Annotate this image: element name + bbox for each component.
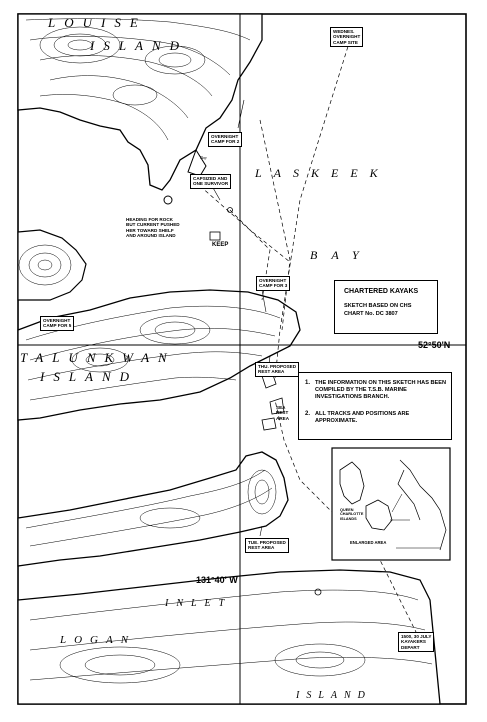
inset-map bbox=[331, 447, 451, 561]
bay-label: BAY bbox=[310, 248, 373, 262]
talunkwan-island bbox=[17, 289, 301, 431]
bay-small-label: Bay bbox=[200, 155, 207, 160]
latitude-label: 52°50'N bbox=[418, 340, 451, 350]
callout-capsized: CAPSIZED AND ONE SURVIVOR bbox=[190, 174, 232, 189]
callout-rest-area-1: THU. PROPOSED REST AREA bbox=[255, 362, 300, 377]
legend-panel: CHARTERED KAYAKS SKETCH BASED ON CHS CHA… bbox=[334, 280, 438, 334]
louise-label-2: ISLAND bbox=[90, 38, 189, 53]
legend-line-1: SKETCH BASED ON CHS bbox=[344, 303, 412, 309]
note-2-number: 2. bbox=[305, 411, 311, 417]
callout-camp-5: OVERNIGHT CAMP FOR 5 bbox=[40, 316, 75, 331]
callout-rest-area-3: TUE. PROPOSED REST AREA bbox=[245, 538, 289, 553]
keep-rock-icon bbox=[209, 231, 221, 241]
inset-enlarged-label: ENLARGED AREA bbox=[350, 540, 387, 545]
laskeek-label: LASKEEK bbox=[255, 166, 390, 180]
callout-heading: HEADING FOR ROCK BUT CURRENT PUSHED HER … bbox=[126, 217, 180, 239]
logan-label: LOGAN bbox=[60, 634, 137, 646]
island-bottom-label: ISLAND bbox=[296, 690, 372, 701]
longitude-label: 131°40' W bbox=[196, 575, 238, 585]
callout-overnight-top: WEDNES. OVERNIGHT CAMP SITE bbox=[330, 27, 364, 48]
inset-qci-label: QUEEN CHARLOTTE ISLANDS bbox=[340, 508, 364, 521]
note-2-text: ALL TRACKS AND POSITIONS ARE APPROXIMATE… bbox=[315, 411, 410, 424]
talunkwan-label-2: ISLAND bbox=[40, 369, 139, 384]
callout-rest-area-2: SEA REST AREA bbox=[276, 405, 290, 421]
callout-camp-2: OVERNIGHT CAMP FOR 2 bbox=[208, 132, 243, 147]
note-1-number: 1. bbox=[305, 380, 311, 386]
inlet-label: INLET bbox=[165, 598, 233, 609]
talunkwan-label-1: TALUNKWAN bbox=[20, 350, 176, 365]
keep-label: KEEP bbox=[212, 242, 229, 248]
note-1-text: THE INFORMATION ON THIS SKETCH HAS BEEN … bbox=[315, 380, 447, 400]
louise-label-1: LOUISE bbox=[48, 15, 147, 30]
south-peninsula bbox=[17, 451, 289, 567]
legend-title: CHARTERED KAYAKS bbox=[344, 288, 419, 295]
west-land bbox=[17, 229, 87, 301]
callout-camp-3: OVERNIGHT CAMP FOR 3 bbox=[256, 276, 291, 291]
kayak-tracks bbox=[199, 39, 421, 641]
legend-line-2: CHART No. DC 3807 bbox=[344, 311, 398, 317]
south-land bbox=[17, 569, 441, 705]
notes-panel: 1. THE INFORMATION ON THIS SKETCH HAS BE… bbox=[298, 372, 452, 440]
callout-depart: 1500, 30 JULY KAYAKERS DEPART bbox=[398, 632, 435, 653]
